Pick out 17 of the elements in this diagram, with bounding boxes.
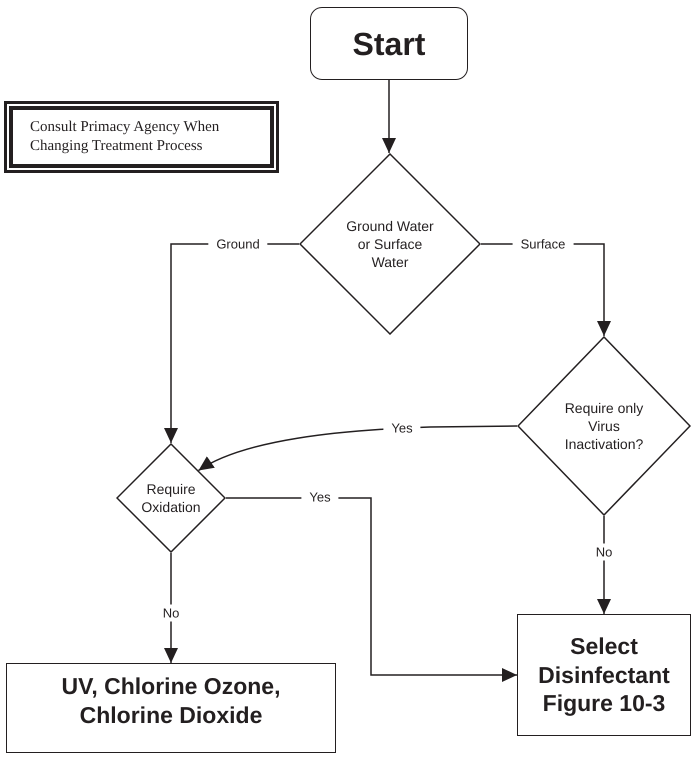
arrow: [382, 80, 396, 153]
decision-text: Ground Water or Surface Water: [345, 216, 435, 272]
terminal-text: Start: [352, 24, 426, 64]
decision-diamond: [116, 443, 226, 553]
arrow: [198, 425, 517, 472]
decision-diamond: [299, 153, 481, 335]
arrow: [226, 497, 517, 682]
result-text: UV, Chlorine Ozone, Chlorine Dioxide: [60, 672, 282, 730]
process-box: [517, 614, 691, 736]
decision-text: Require Oxidation: [140, 480, 202, 516]
decision-diamond: [517, 336, 691, 516]
note-box: [4, 101, 279, 173]
note-text: Consult Primacy Agency When Changing Treatment Process: [30, 118, 220, 156]
decision-text: Require only Virus Inactivation?: [564, 398, 644, 454]
result-box: [6, 663, 336, 753]
start-terminal: [310, 7, 468, 80]
process-text: Select Disinfectant Figure 10-3: [537, 632, 671, 718]
